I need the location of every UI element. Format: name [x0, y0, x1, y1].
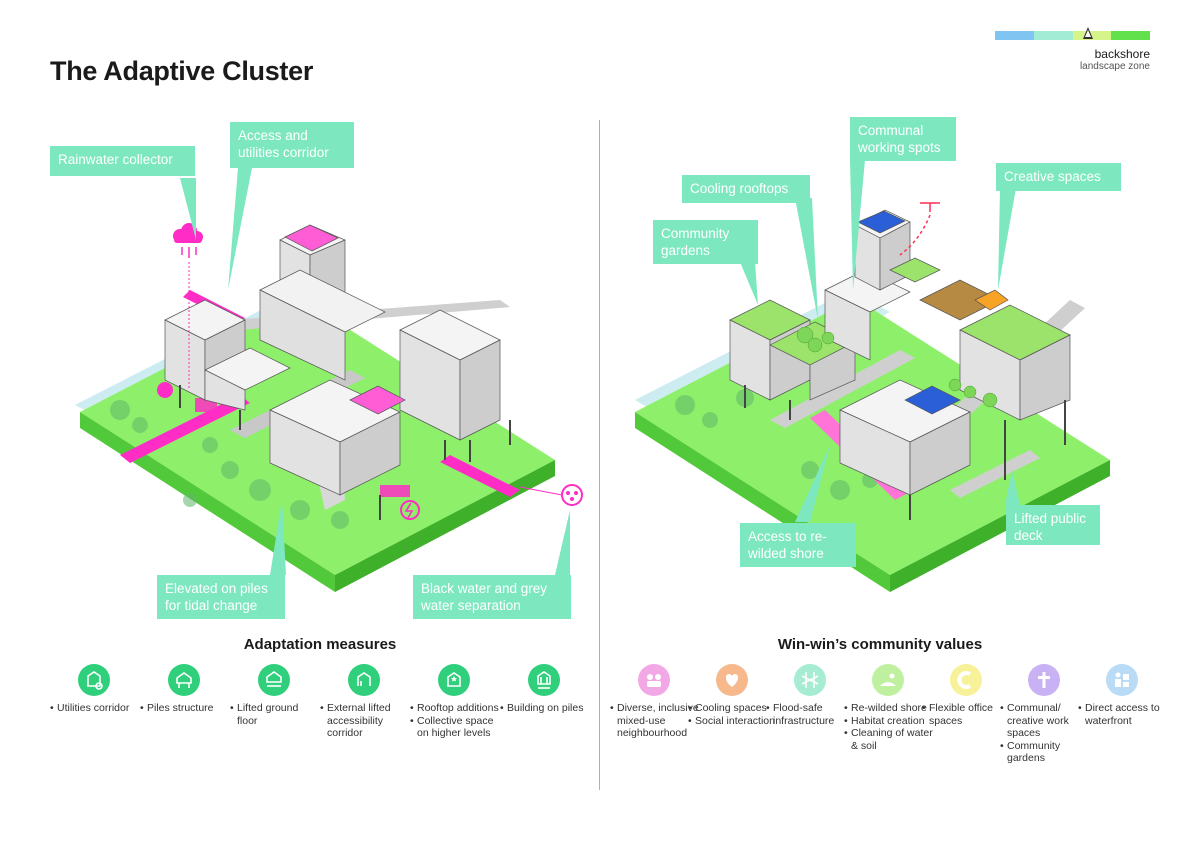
- heart-icon: [716, 664, 748, 696]
- legend-text: Cleaning of water & soil: [844, 727, 934, 752]
- zone-marker-icon: [1083, 27, 1093, 39]
- callout-water-separation: Black water and grey water separation: [413, 575, 571, 619]
- legend-text: Building on piles: [500, 702, 590, 715]
- zone-segment: [995, 31, 1034, 40]
- legend-item: Flood-safe infrastructure: [766, 664, 856, 727]
- rewilded-shore-icon: [872, 664, 904, 696]
- legend-list: Direct access to waterfront: [1078, 702, 1168, 727]
- building-cluster: [164, 224, 501, 496]
- adaptation-illustration: [75, 168, 583, 592]
- zone-segment: [1033, 31, 1073, 40]
- legend-text: Habitat creation: [844, 715, 934, 728]
- legend-list: Piles structure: [140, 702, 230, 715]
- legend-list: Re-wilded shoreHabitat creationCleaning …: [844, 702, 934, 752]
- legend-text: Direct access to waterfront: [1078, 702, 1168, 727]
- flood-safe-icon: [794, 664, 826, 696]
- callout-community-gardens: Community gardens: [653, 220, 758, 264]
- energy-icon: [400, 500, 420, 520]
- community-illustration: [635, 160, 1110, 592]
- legend-text: Social interaction: [688, 715, 778, 728]
- legend-list: Utilities corridor: [50, 702, 140, 715]
- legend-item: Communal/ creative work spacesCommunity …: [1000, 664, 1090, 765]
- legend-text: Lifted ground floor: [230, 702, 320, 727]
- legend-item: Utilities corridor: [50, 664, 140, 715]
- legend-list: Rooftop additionsCollective space on hig…: [410, 702, 500, 740]
- legend-text: Flood-safe infrastructure: [766, 702, 856, 727]
- legend-item: Flexible office spaces: [922, 664, 1012, 727]
- zone-subtitle: landscape zone: [1079, 61, 1150, 72]
- legend-list: Lifted ground floor: [230, 702, 320, 727]
- building-on-piles-icon: [528, 664, 560, 696]
- legend-item: Diverse, inclusive mixed-use neighbourho…: [610, 664, 700, 740]
- legend-item: Building on piles: [500, 664, 590, 715]
- legend-text: Cooling spaces: [688, 702, 778, 715]
- legend-text: Communal/ creative work spaces: [1000, 702, 1090, 740]
- callout-rewilded-shore: Access to re-wilded shore: [740, 523, 856, 567]
- callout-access-utilities-corridor: Access and utilities corridor: [230, 122, 354, 168]
- legend-list: Diverse, inclusive mixed-use neighbourho…: [610, 702, 700, 740]
- legend-item: Direct access to waterfront: [1078, 664, 1168, 727]
- recycle-icon: [157, 382, 173, 398]
- legend-list: Communal/ creative work spacesCommunity …: [1000, 702, 1090, 765]
- cross-icon: [1028, 664, 1060, 696]
- zone-segment: [1111, 31, 1150, 40]
- callout-lifted-public-deck: Lifted public deck: [1006, 505, 1100, 545]
- legend-item: Re-wilded shoreHabitat creationCleaning …: [844, 664, 934, 752]
- flexible-office-icon: [950, 664, 982, 696]
- utilities-corridor-icon: [78, 664, 110, 696]
- utility-corridor: [120, 395, 250, 463]
- section-divider: [599, 120, 600, 790]
- building-cluster: [729, 209, 1071, 496]
- zone-name: backshore: [1094, 47, 1150, 61]
- callout-creative-spaces: Creative spaces: [996, 163, 1121, 191]
- legend-list: Flexible office spaces: [922, 702, 1012, 727]
- water-separation-icon: [561, 484, 583, 506]
- legend-item: Cooling spacesSocial interaction: [688, 664, 778, 727]
- callout-rainwater-collector: Rainwater collector: [50, 146, 195, 176]
- callout-cooling-rooftops: Cooling rooftops: [682, 175, 810, 203]
- legend-text: Piles structure: [140, 702, 230, 715]
- inclusive-neighbourhood-icon: [638, 664, 670, 696]
- piles-structure-icon: [168, 664, 200, 696]
- legend-text: Community gardens: [1000, 740, 1090, 765]
- legend-text: Rooftop additions: [410, 702, 500, 715]
- callout-communal-working-spots: Communal working spots: [850, 117, 956, 161]
- adaptation-heading: Adaptation measures: [243, 636, 397, 653]
- community-heading: Win-win’s community values: [777, 636, 983, 653]
- legend-list: Cooling spacesSocial interaction: [688, 702, 778, 727]
- legend-text: External lifted accessibility corridor: [320, 702, 410, 740]
- drone-icon: [899, 202, 940, 256]
- legend-item: External lifted accessibility corridor: [320, 664, 410, 740]
- legend-text: Re-wilded shore: [844, 702, 934, 715]
- waterfront-access-icon: [1106, 664, 1138, 696]
- legend-list: External lifted accessibility corridor: [320, 702, 410, 740]
- callout-elevated-on-piles: Elevated on piles for tidal change: [157, 575, 285, 619]
- legend-list: Flood-safe infrastructure: [766, 702, 856, 727]
- lifted-floor-icon: [258, 664, 290, 696]
- legend-text: Utilities corridor: [50, 702, 140, 715]
- rooftop-addition-icon: [438, 664, 470, 696]
- legend-text: Flexible office spaces: [922, 702, 1012, 727]
- external-corridor-icon: [348, 664, 380, 696]
- legend-list: Building on piles: [500, 702, 590, 715]
- legend-item: Piles structure: [140, 664, 230, 715]
- legend-text: Collective space on higher levels: [410, 715, 500, 740]
- legend-item: Lifted ground floor: [230, 664, 320, 727]
- utility-corridor: [440, 455, 520, 497]
- rain-cloud-icon: [173, 223, 203, 258]
- page-title: The Adaptive Cluster: [50, 56, 314, 86]
- legend-item: Rooftop additionsCollective space on hig…: [410, 664, 500, 740]
- legend-text: Diverse, inclusive mixed-use neighbourho…: [610, 702, 700, 740]
